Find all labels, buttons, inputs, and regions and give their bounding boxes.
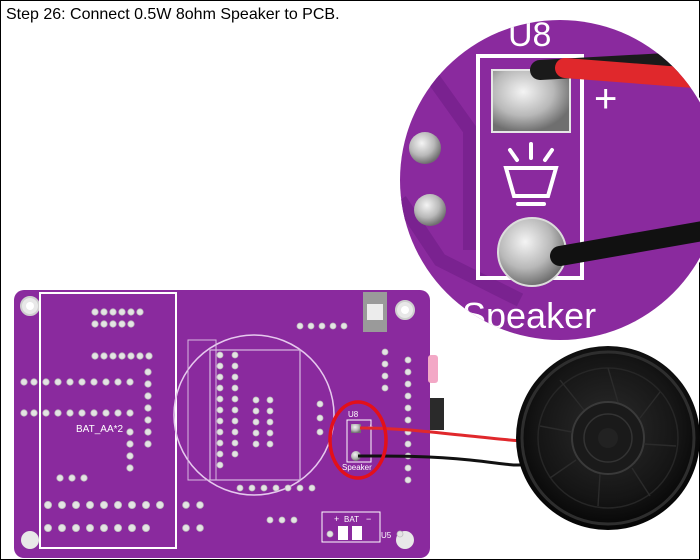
u5-label: U5 <box>381 531 392 540</box>
bat-plus-label: + <box>334 514 339 524</box>
battery-outline <box>39 292 177 549</box>
inset-speaker-label: Speaker <box>462 295 596 336</box>
speaker <box>516 346 700 530</box>
u8-footprint <box>346 419 372 463</box>
solder-pads <box>20 308 412 538</box>
bat-minus-label: − <box>366 514 371 524</box>
inset-speaker-icon <box>503 142 559 206</box>
speaker-small-label: Speaker <box>342 463 372 472</box>
step-title: Step 26: Connect 0.5W 8ohm Speaker to PC… <box>6 6 340 23</box>
highlight-circle <box>328 400 388 480</box>
switch-component <box>430 398 444 430</box>
inset-square-pad <box>491 69 571 133</box>
pcb-board: BAT_AA*2 + BAT − U5 U8 + Speaker <box>14 290 444 558</box>
bat-label: BAT <box>344 515 359 524</box>
zoom-inset: U8 + Speaker <box>398 18 700 342</box>
battery-label: BAT_AA*2 <box>76 424 123 435</box>
inset-plus-label: + <box>594 77 617 121</box>
battery-connector <box>321 511 381 543</box>
speaker-circle-silk <box>173 334 335 496</box>
u8-small-label: U8 <box>348 410 359 419</box>
